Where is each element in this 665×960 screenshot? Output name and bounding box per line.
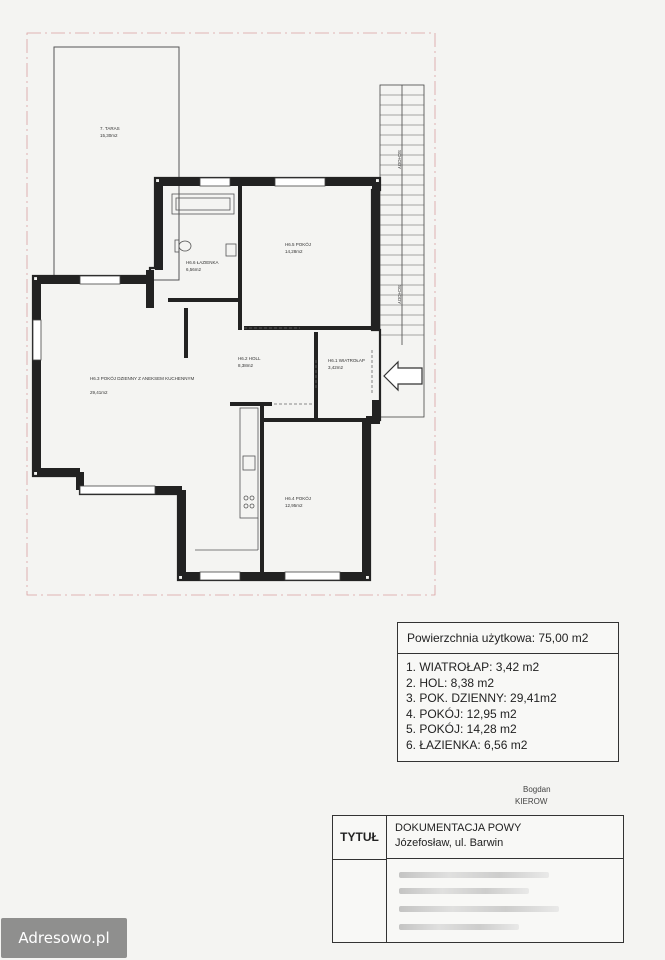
bathroom-fixtures: [171, 193, 237, 257]
room4-label: H6.4 POKÓJ: [285, 495, 311, 501]
room5-label: H6.5 POKÓJ: [285, 241, 311, 247]
living-label: H6.3 POKÓJ DZIENNY Z ANEKSEM KUCHENNYM: [90, 375, 194, 381]
area-item: 3. POK. DZIENNY: 29,41m2: [406, 691, 557, 705]
adresowo-watermark: Adresowo.pl: [1, 918, 127, 958]
area-item: 6. ŁAZIENKA: 6,56 m2: [406, 737, 528, 752]
area-item: 1. WIATROŁAP: 3,42 m2: [406, 660, 540, 674]
terrace-area: 15,30m2: [100, 133, 118, 138]
area-item: 5. POKÓJ: 14,28 m2: [406, 722, 517, 736]
blurred-text: [399, 872, 549, 878]
signature-role: KIEROW: [515, 797, 548, 806]
bathroom-area: 6,56m2: [186, 267, 202, 272]
title-block-right: DOKUMENTACJA POWY Józefosław, ul. Barwin: [387, 816, 623, 942]
windows: [32, 177, 341, 581]
blurred-text: [399, 924, 519, 930]
stairs-lower-label: SCHODY: [397, 285, 402, 304]
stairs-upper-label: SCHODY: [397, 150, 402, 169]
entrance-arrow: [383, 360, 423, 392]
title-block-label: TYTUŁ: [333, 816, 386, 860]
room4-area: 12,95m2: [285, 503, 303, 508]
area-summary-list: 1. WIATROŁAP: 3,42 m2 2. HOL: 8,38 m2 3.…: [398, 654, 618, 753]
door-openings: [244, 327, 373, 405]
vestibule-area: 3,42m2: [328, 365, 344, 370]
wall-fills: [33, 178, 380, 580]
title-block: TYTUŁ DOKUMENTACJA POWY Józefosław, ul. …: [332, 815, 624, 943]
terrace-label: 7. TARAS: [100, 126, 120, 131]
blurred-text: [399, 906, 559, 912]
area-item: 2. HOL: 8,38 m2: [406, 675, 495, 690]
exterior-walls: [31, 176, 382, 582]
document-address: Józefosław, ul. Barwin: [395, 837, 504, 849]
room5-area: 14,28m2: [285, 249, 303, 254]
document-title: DOKUMENTACJA POWY: [395, 822, 522, 834]
plot-boundary: [26, 32, 436, 596]
signature-name: Bogdan: [523, 785, 551, 794]
hall-label: H6.2 HOLL: [238, 356, 261, 361]
area-item: 4. POKÓJ: 12,95 m2: [406, 706, 517, 721]
interior-walls: [168, 186, 372, 576]
hall-area: 8,38m2: [238, 363, 254, 368]
area-summary-table: Powierzchnia użytkowa: 75,00 m2 1. WIATR…: [397, 622, 619, 762]
room-labels: 7. TARAS 15,30m2 H6.6 ŁAZIENKA 6,56m2 H6…: [90, 126, 402, 508]
vestibule-label: H6.1 WIATROŁAP: [328, 358, 365, 363]
title-block-left: TYTUŁ: [333, 816, 387, 942]
living-area: 29,41m2: [90, 390, 108, 395]
area-summary-title: Powierzchnia użytkowa: 75,00 m2: [398, 623, 618, 654]
kitchen-counter: [195, 407, 259, 551]
title-block-main: DOKUMENTACJA POWY Józefosław, ul. Barwin: [387, 816, 623, 859]
bathroom-label: H6.6 ŁAZIENKA: [186, 260, 219, 265]
blurred-text: [399, 888, 529, 894]
